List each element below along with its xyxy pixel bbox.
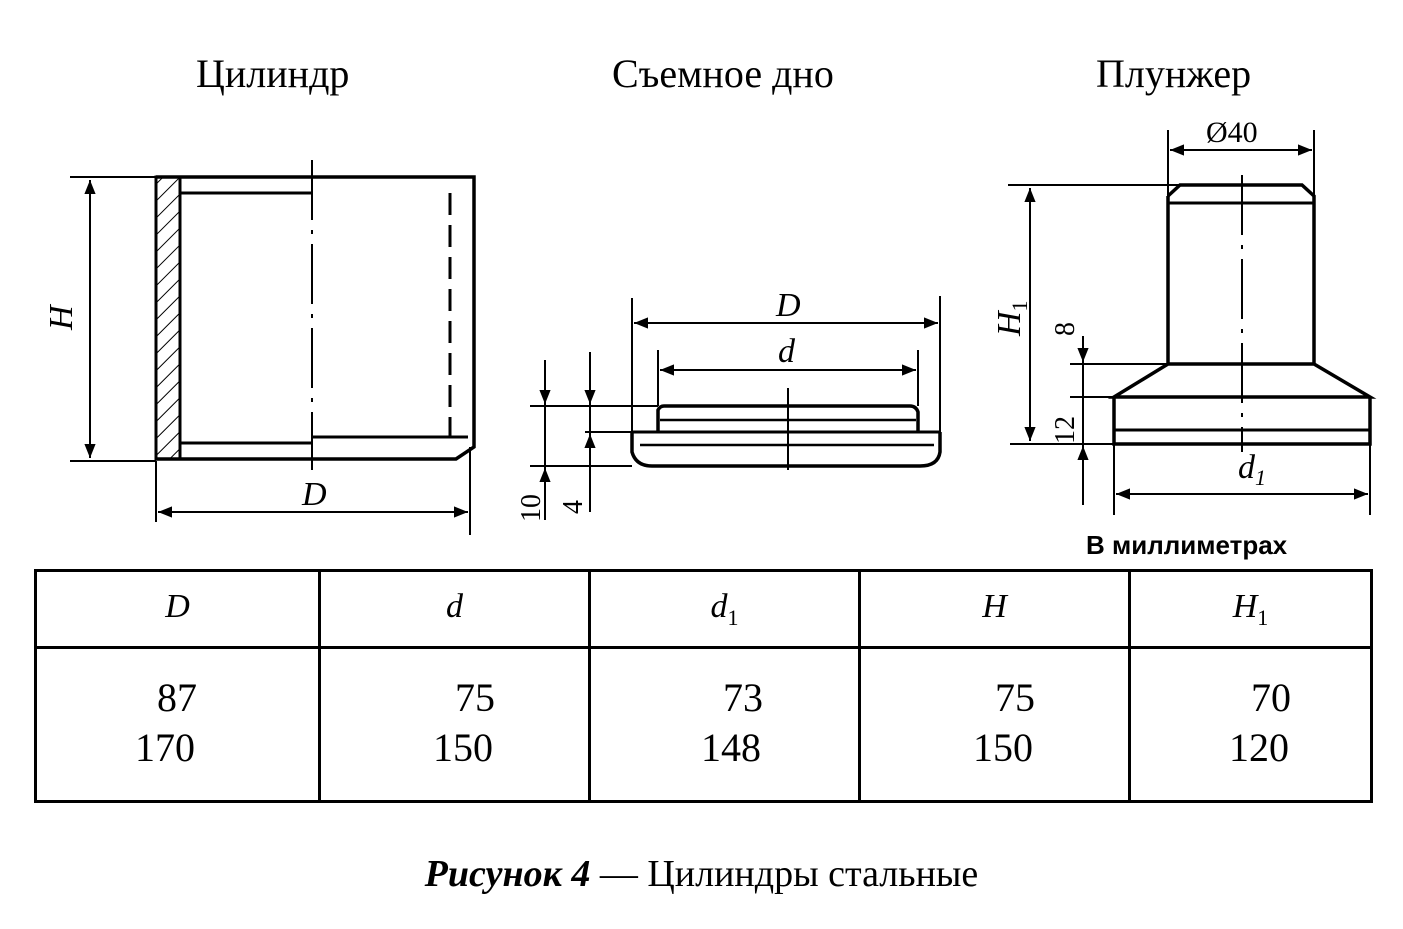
figure-caption-text: — Цилиндры стальные [590,853,979,895]
plunger-H1-label: H1 [991,300,1032,337]
removable-bottom-title: Съемное дно [612,51,834,96]
plunger-dia40-label: Ø40 [1206,116,1258,149]
cylinder-wall-hatch [154,175,182,461]
bottom-4-label: 4 [558,500,589,514]
table-header-cell: D [34,569,321,649]
table-header-cell: d [318,569,591,649]
plunger-drawing [1008,130,1377,515]
table-header-cell: d1 [588,569,861,649]
svg-text:d1: d1 [1238,449,1266,490]
cylinder-title: Цилиндр [196,51,350,96]
plunger-8-label: 8 [1050,322,1081,336]
plunger-d1-label: d1 [1238,449,1266,490]
bottom-D-label: D [775,287,801,324]
table-header-row: D d d1 H H1 [34,569,1373,649]
plunger-stem-outline [1166,183,1316,364]
svg-text:H1: H1 [991,300,1032,337]
bottom-d-label: d [778,333,796,370]
bottom-base-outline [630,432,942,468]
cylinder-outline [156,175,476,461]
cylinder-D-label: D [301,476,327,513]
bottom-10-label: 10 [516,494,547,522]
figure-caption-number: Рисунок 4 [424,853,591,895]
plunger-title: Плунжер [1096,51,1252,96]
cylinder-H-label: H [43,303,80,331]
plunger-12-label: 12 [1050,416,1081,444]
units-note: В миллиметрах [1086,530,1288,560]
table-header-cell: H1 [1128,569,1373,649]
bottom-drawing [530,296,942,520]
table-header-cell: H [858,569,1131,649]
cylinder-drawing [70,160,476,535]
figure-caption: Рисунок 4 — Цилиндры стальные [0,852,1403,896]
